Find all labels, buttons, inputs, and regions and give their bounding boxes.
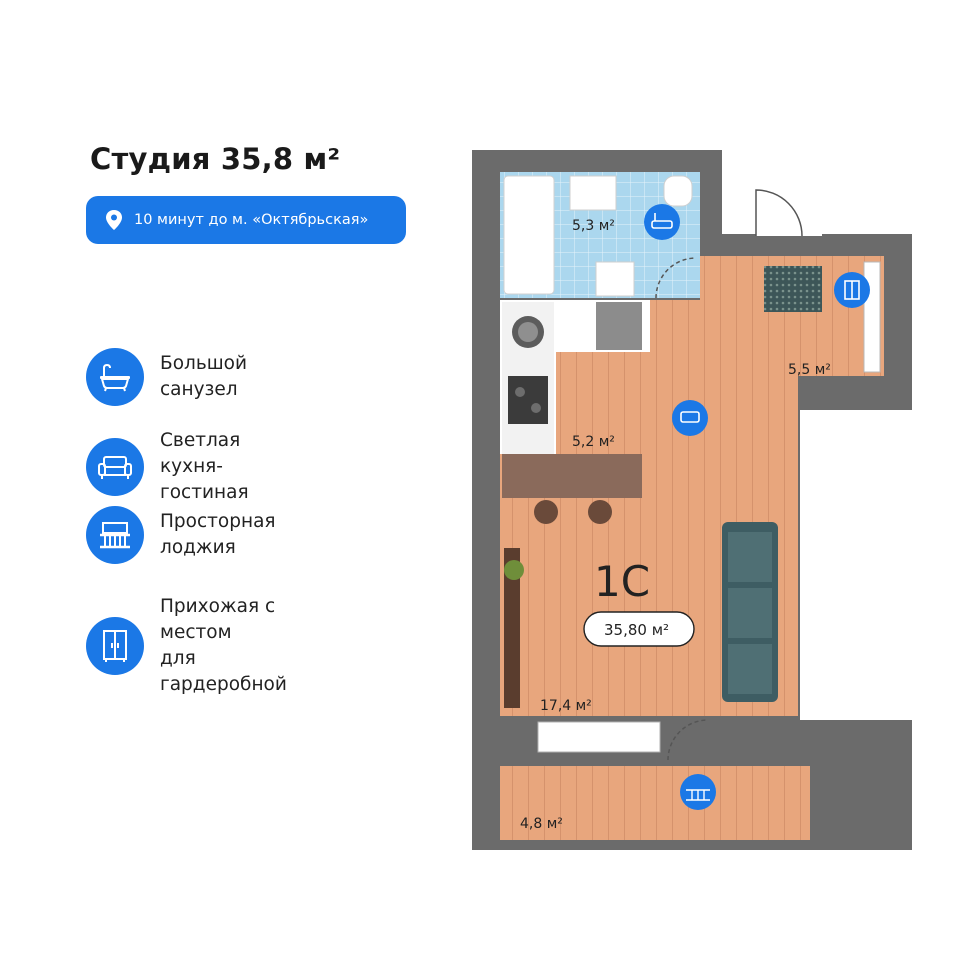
fridge (596, 302, 642, 350)
loggia-area-label: 4,8 м² (520, 816, 563, 832)
loggia-door-swing (667, 719, 709, 761)
kitchen-floor (556, 352, 650, 454)
wardrobe-icon (86, 617, 144, 675)
feature-kitchen-living: Светлая кухня-гостиная (86, 428, 249, 506)
unit-code: 1С (594, 557, 650, 606)
page-title: Студия 35,8 м² (90, 142, 341, 176)
loggia-window (537, 721, 661, 753)
bar-counter (502, 454, 642, 498)
wardrobe-icon (834, 272, 870, 308)
bathtub (503, 175, 555, 295)
bar-stool (534, 500, 558, 524)
feature-bathroom: Большой санузел (86, 348, 247, 406)
bathroom-area-label: 5,3 м² (572, 218, 615, 234)
washing-machine (595, 261, 635, 297)
bar-stool (588, 500, 612, 524)
balcony-icon (86, 506, 144, 564)
feature-hallway-label: Прихожая с местом для гардеробной (160, 596, 287, 695)
sofa-icon (672, 400, 708, 436)
sofa-icon (86, 438, 144, 496)
bath-door-swing (655, 257, 697, 299)
living-area-label: 17,4 м² (540, 698, 592, 714)
bathtub-icon (86, 348, 144, 406)
metro-badge: 10 минут до м. «Октябрьская» (86, 196, 406, 244)
wardrobe-rail (863, 261, 881, 373)
loggia-floor (500, 766, 810, 840)
bathtub-icon (644, 204, 680, 240)
feature-loggia-label: Просторная лоджия (160, 511, 276, 558)
total-area-badge (583, 611, 695, 647)
plant (504, 560, 524, 580)
cooktop (508, 376, 548, 424)
toilet (663, 175, 693, 207)
feature-bathroom-label: Большой санузел (160, 353, 248, 400)
washbasin (569, 175, 617, 211)
metro-text: 10 минут до м. «Октябрьская» (134, 212, 369, 228)
door-mat (764, 266, 822, 312)
balcony-icon (680, 774, 716, 810)
hallway-area-label: 5,5 м² (788, 362, 831, 378)
feature-hallway: Прихожая с местом для гардеробной (86, 594, 287, 698)
feature-loggia: Просторная лоджия (86, 506, 276, 564)
location-pin-icon (106, 210, 122, 230)
kitchen-area-label: 5,2 м² (572, 434, 615, 450)
total-area-label: 35,80 м² (604, 621, 669, 639)
wall-shelf (504, 548, 520, 708)
feature-kitchen-living-label: Светлая кухня-гостиная (160, 430, 249, 503)
entry-door-swing (755, 189, 803, 237)
